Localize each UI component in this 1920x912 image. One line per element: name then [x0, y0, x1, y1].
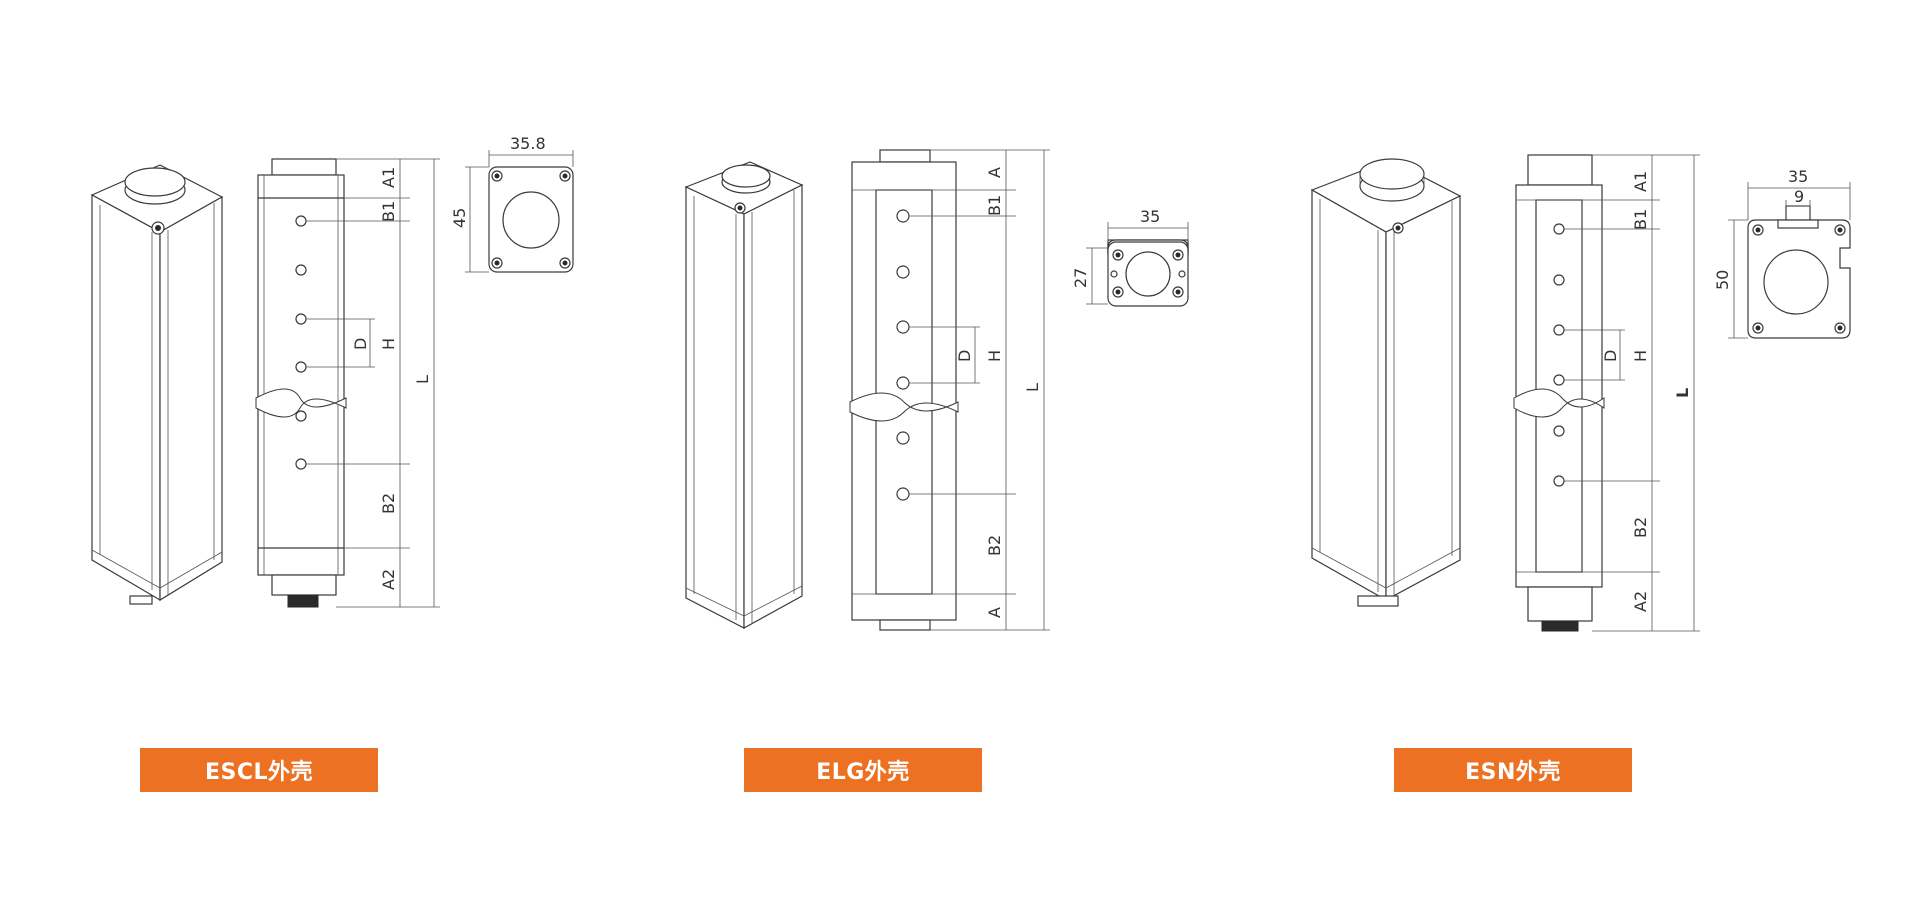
escl-dim-a2: A2: [379, 569, 398, 590]
elg-isometric-view: [684, 161, 804, 630]
esn-dim-height: 50: [1713, 270, 1732, 290]
escl-dim-b1: B1: [379, 201, 398, 222]
elg-dim-height: 27: [1071, 268, 1090, 288]
esn-end-view: [1728, 182, 1851, 339]
escl-dim-h: H: [379, 338, 398, 350]
esn-dim-l: L: [1673, 388, 1692, 398]
elg-drawing: A B1 D H L B2 A 35 27: [684, 149, 1189, 631]
esn-label-button[interactable]: ESN外壳: [1394, 748, 1632, 792]
elg-dim-d: D: [955, 350, 974, 362]
elg-dim-a-top: A: [985, 167, 1004, 178]
escl-dim-l: L: [413, 375, 432, 384]
esn-dim-width: 35: [1788, 167, 1808, 186]
elg-label-button[interactable]: ELG外壳: [744, 748, 982, 792]
esn-dim-d: D: [1601, 350, 1620, 362]
esn-front-view: [1513, 154, 1700, 632]
esn-dim-h: H: [1631, 350, 1650, 362]
elg-dim-width: 35: [1140, 207, 1160, 226]
escl-dim-height: 45: [450, 208, 469, 228]
escl-isometric-view: [90, 164, 224, 605]
esn-dim-slot: 9: [1794, 187, 1804, 206]
esn-isometric-view: [1310, 158, 1462, 607]
elg-dim-l: L: [1023, 383, 1042, 392]
escl-end-view: [465, 150, 574, 273]
esn-dim-a1: A1: [1631, 171, 1650, 192]
esn-dim-b1: B1: [1631, 209, 1650, 230]
elg-dim-b2: B2: [985, 535, 1004, 556]
escl-front-view: [255, 158, 440, 608]
elg-dim-a-bottom: A: [985, 607, 1004, 618]
esn-drawing: A1 B1 D H L B2 A2 35 9 50: [1310, 154, 1851, 632]
elg-dim-b1: B1: [985, 195, 1004, 216]
elg-dim-h: H: [985, 350, 1004, 362]
escl-dim-width: 35.8: [510, 134, 546, 153]
escl-dim-d: D: [351, 338, 370, 350]
esn-dim-b2: B2: [1631, 517, 1650, 538]
escl-label-button[interactable]: ESCL外壳: [140, 748, 378, 792]
escl-drawing: A1 B1 D H L B2 A2 35.8 45: [90, 134, 574, 608]
escl-dim-a1: A1: [379, 167, 398, 188]
elg-end-view: [1086, 222, 1189, 307]
escl-dim-b2: B2: [379, 493, 398, 514]
elg-front-view: [849, 149, 1050, 631]
esn-dim-a2: A2: [1631, 591, 1650, 612]
